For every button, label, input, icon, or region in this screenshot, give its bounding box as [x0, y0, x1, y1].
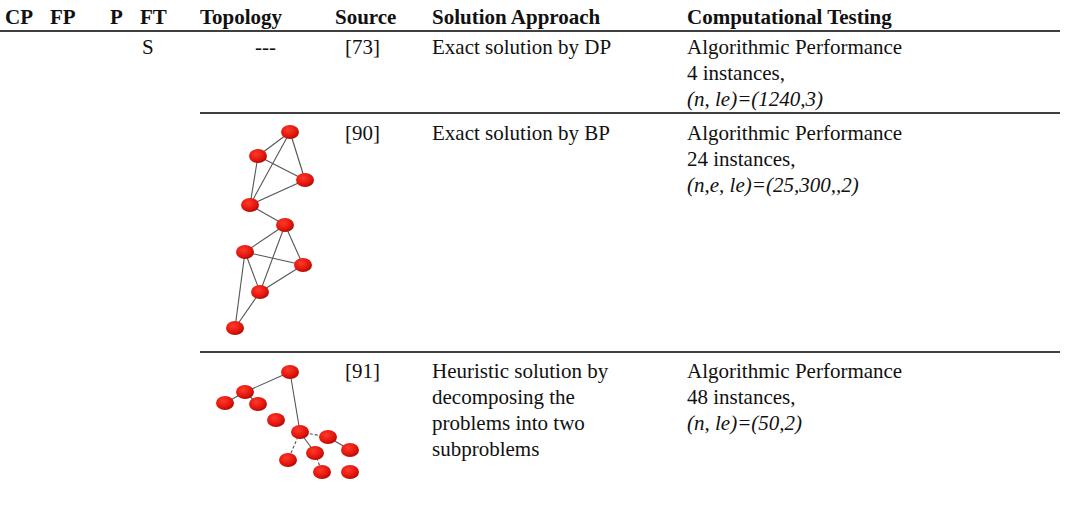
graph-vertex — [276, 218, 294, 232]
header-rule — [0, 30, 1060, 31]
topology-tree — [225, 372, 350, 472]
table-cell: [90] — [345, 120, 380, 146]
row-rule — [200, 351, 1060, 352]
graph-vertex — [267, 413, 285, 427]
column-header: CP — [5, 4, 33, 30]
graph-vertex — [236, 385, 254, 399]
graph-vertex — [216, 396, 234, 410]
graph-vertex — [306, 446, 324, 460]
column-header: Source — [335, 4, 396, 30]
column-header: P — [110, 4, 123, 30]
graph-vertex — [236, 245, 254, 259]
graph-vertices — [216, 125, 359, 479]
graph-vertex — [294, 258, 312, 272]
graph-vertex — [281, 125, 299, 139]
table-cell: Heuristic solution by decomposing the pr… — [432, 358, 637, 462]
column-header: Solution Approach — [432, 4, 600, 30]
table-cell: Exact solution by BP — [432, 120, 610, 146]
graph-vertex — [291, 425, 309, 439]
row-rule — [200, 112, 1060, 113]
graph-vertex — [319, 430, 337, 444]
graph-vertex — [251, 285, 269, 299]
table-cell: Algorithmic Performance — [687, 358, 902, 384]
table-cell: 24 instances, — [687, 146, 795, 172]
table-cell: [91] — [345, 358, 380, 384]
graph-vertex — [281, 365, 299, 379]
table-cell: (n, le)=(1240,3) — [687, 86, 823, 112]
graph-vertex — [341, 443, 359, 457]
table-cell: [73] — [345, 34, 380, 60]
graph-vertex — [226, 321, 244, 335]
graph-vertex — [241, 198, 259, 212]
topology-graph — [235, 132, 305, 328]
graph-vertex — [279, 453, 297, 467]
column-header: Computational Testing — [687, 4, 892, 30]
table-cell: Algorithmic Performance — [687, 120, 902, 146]
table-cell: Exact solution by DP — [432, 34, 611, 60]
column-header: Topology — [200, 4, 282, 30]
graph-vertex — [313, 465, 331, 479]
graph-vertex — [341, 465, 359, 479]
table-cell: Algorithmic Performance — [687, 34, 902, 60]
column-header: FT — [140, 4, 167, 30]
table-cell: (n,e, le)=(25,300,,2) — [687, 172, 859, 198]
table-cell: S — [142, 34, 154, 60]
graph-vertex — [249, 397, 267, 411]
graph-vertex — [249, 149, 267, 163]
graph-vertex — [296, 173, 314, 187]
table-cell: (n, le)=(50,2) — [687, 410, 802, 436]
table-rules — [0, 31, 1060, 352]
table-cell: 4 instances, — [687, 60, 785, 86]
table-cell: --- — [255, 34, 276, 60]
table-cell: 48 instances, — [687, 384, 795, 410]
column-header: FP — [50, 4, 76, 30]
